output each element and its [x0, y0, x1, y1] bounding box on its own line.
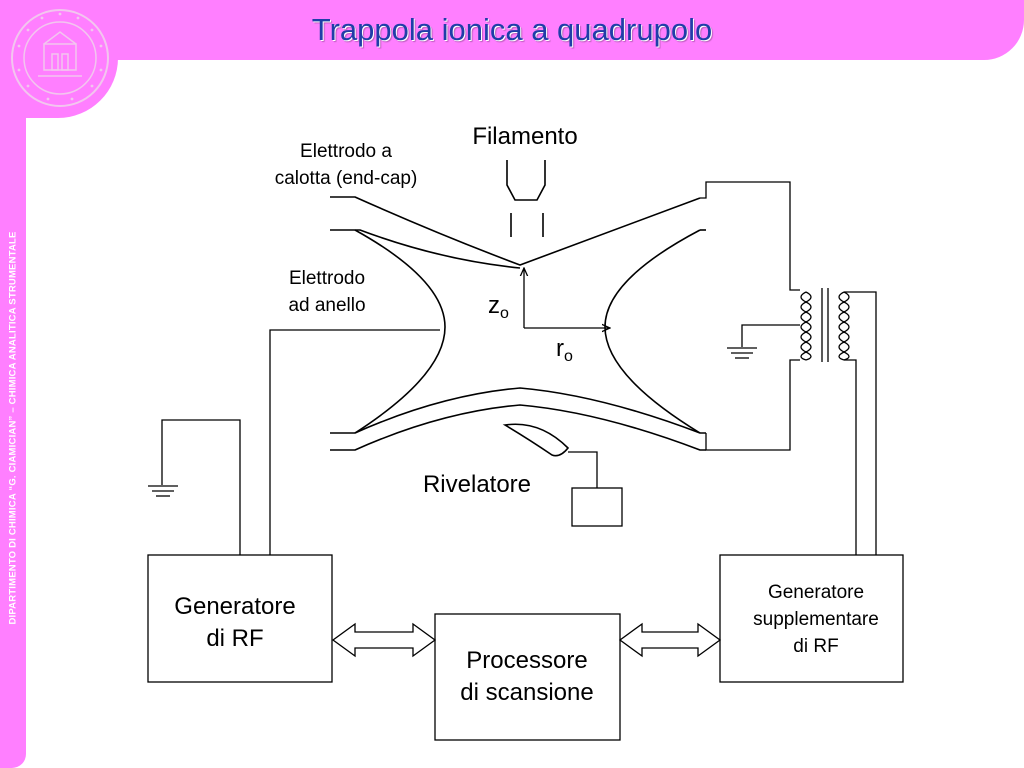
filament-label: Filamento: [472, 123, 577, 150]
ring-electrode-right: [604, 229, 706, 434]
logo-background: [0, 0, 118, 118]
processor-label-line2: di scansione: [460, 679, 593, 706]
supp-generator-label-line1: Generatore: [768, 582, 864, 603]
rf-generator-box: [147, 554, 333, 683]
ring-label-line1: Elettrodo: [289, 268, 365, 289]
z0-label: zo: [488, 292, 509, 322]
detector-label: Rivelatore: [423, 471, 531, 498]
side-bar: [0, 0, 26, 768]
processor-label-line1: Processore: [466, 647, 587, 674]
ring-label-line2: ad anello: [288, 295, 365, 316]
header-bar: [0, 0, 1024, 60]
trap-axes: [524, 268, 610, 328]
transformer-icon: [800, 288, 877, 555]
ring-electrode-left: [354, 229, 446, 434]
supp-generator-label-line2: supplementare: [753, 609, 879, 630]
scan-processor-box: [434, 613, 621, 741]
supplementary-rf-generator-box: [719, 554, 904, 683]
endcap-electrode-bottom: [330, 387, 706, 451]
filament-icon: [506, 160, 546, 237]
endcap-label-line2: calotta (end-cap): [275, 168, 418, 189]
slide-title: Trappola ionica a quadrupolo: [311, 12, 713, 47]
supp-generator-label-line3: di RF: [793, 636, 838, 657]
rf-wiring: [161, 329, 440, 555]
double-arrow-left: [331, 622, 437, 658]
r0-label: ro: [556, 335, 573, 365]
endcap-label-line1: Elettrodo a: [300, 141, 392, 162]
detector-icon: [502, 423, 623, 527]
ground-icon-left: [148, 485, 178, 497]
endcap-electrode-top: [330, 196, 701, 269]
rf-generator-label-line1: Generatore: [174, 593, 295, 620]
double-arrow-right: [618, 622, 722, 658]
endcap-wiring: [700, 181, 800, 451]
ground-icon-right: [727, 347, 757, 359]
university-seal-icon: [11, 9, 109, 107]
rf-generator-label-line2: di RF: [206, 625, 263, 652]
